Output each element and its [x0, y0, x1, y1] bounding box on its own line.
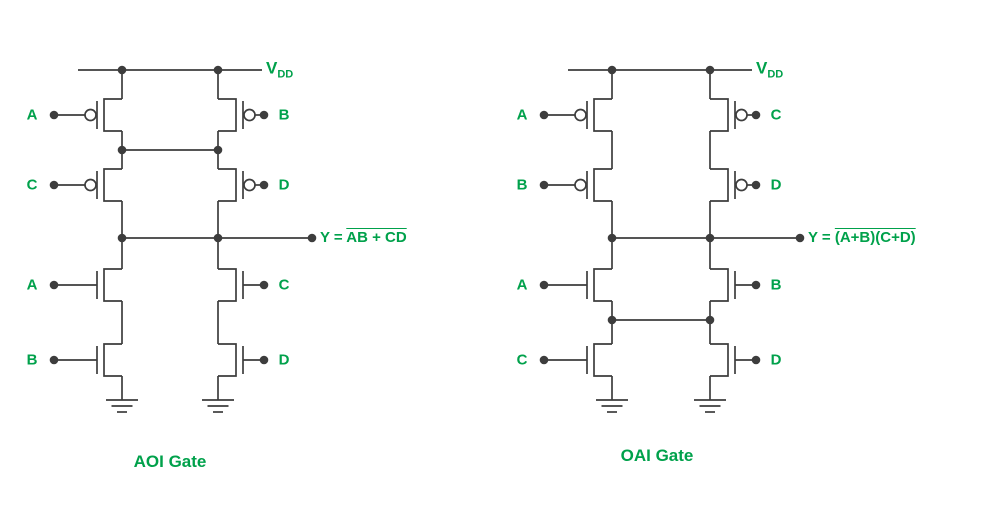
vdd-v: V — [266, 58, 278, 78]
nmos-transistor — [217, 343, 270, 377]
aoi-pmos-input-b: B — [278, 106, 290, 124]
ground-symbol — [693, 399, 727, 413]
oai-pmos-input-c: C — [770, 106, 782, 124]
pmos-transistor — [48, 168, 123, 202]
oai-pmos-input-d: D — [770, 176, 782, 194]
pmos-transistor — [217, 98, 270, 132]
oai-nmos-input-d: D — [770, 351, 782, 369]
pmos-transistor — [48, 98, 123, 132]
output-expression: AB + CD — [346, 229, 407, 246]
aoi-pmos-input-a: A — [26, 106, 38, 124]
junction-dots — [117, 65, 317, 243]
nmos-transistor — [709, 268, 762, 302]
oai-nmos-input-c: C — [516, 351, 528, 369]
aoi-output-label: Y = AB + CD — [320, 229, 407, 247]
ground-symbol — [595, 399, 629, 413]
output-prefix: Y = — [808, 229, 835, 246]
pmos-transistor — [709, 168, 762, 202]
junction-dots — [607, 65, 805, 325]
oai-nmos-input-a: A — [516, 276, 528, 294]
aoi-nmos-input-b: B — [26, 351, 38, 369]
oai-pmos-input-a: A — [516, 106, 528, 124]
oai-nmos-input-b: B — [770, 276, 782, 294]
oai-pmos-input-b: B — [516, 176, 528, 194]
aoi-nmos-input-c: C — [278, 276, 290, 294]
aoi-pmos-input-c: C — [26, 176, 38, 194]
vdd-v: V — [756, 58, 768, 78]
nmos-transistor — [48, 343, 123, 377]
aoi-circuit — [48, 65, 317, 413]
ground-symbol — [201, 399, 235, 413]
nmos-transistor — [217, 268, 270, 302]
vdd-sub: DD — [277, 68, 294, 81]
nmos-transistor — [538, 268, 613, 302]
ground-symbol — [105, 399, 139, 413]
vdd-sub: DD — [767, 68, 784, 81]
nmos-transistor — [709, 343, 762, 377]
nmos-transistor — [48, 268, 123, 302]
oai-title: OAI Gate — [620, 446, 694, 465]
aoi-pmos-input-d: D — [278, 176, 290, 194]
output-expression: (A+B)(C+D) — [834, 229, 916, 246]
output-prefix: Y = — [320, 229, 347, 246]
pmos-transistor — [709, 98, 762, 132]
aoi-nmos-input-a: A — [26, 276, 38, 294]
aoi-vdd-label: VDD — [266, 59, 293, 80]
aoi-title: AOI Gate — [133, 452, 207, 471]
aoi-nmos-input-d: D — [278, 351, 290, 369]
pmos-transistor — [538, 168, 613, 202]
oai-vdd-label: VDD — [756, 59, 783, 80]
oai-circuit — [538, 65, 805, 413]
pmos-transistor — [217, 168, 270, 202]
oai-output-label: Y = (A+B)(C+D) — [808, 229, 916, 247]
nmos-transistor — [538, 343, 613, 377]
pmos-transistor — [538, 98, 613, 132]
